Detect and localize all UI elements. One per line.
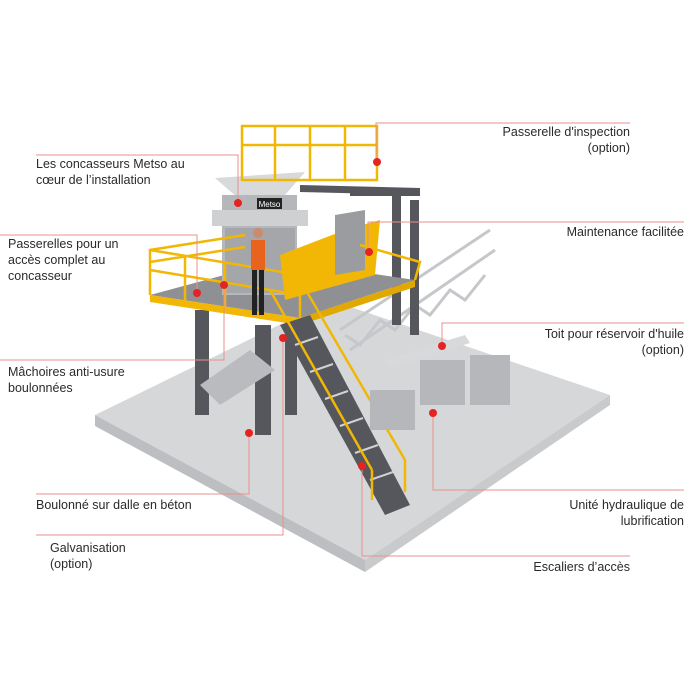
- callout-dot-inspection: [373, 158, 381, 166]
- callout-line-inspection: [375, 122, 630, 162]
- callout-dot-galvanizing: [279, 334, 287, 342]
- callout-dot-maintenance: [365, 248, 373, 256]
- hydraulic-unit: [370, 355, 510, 430]
- callout-jaws: Mâchoires anti-usure boulonnées: [8, 365, 125, 395]
- callout-hydraulic: Unité hydraulique de lubrification: [569, 498, 684, 528]
- brand-label: Metso: [259, 200, 281, 209]
- callout-dot-oil-roof: [438, 342, 446, 350]
- callout-line-maintenance: [367, 221, 684, 252]
- callout-line-galvanizing: [36, 338, 284, 536]
- callout-dot-jaws: [220, 281, 228, 289]
- callout-line-stairs: [361, 466, 630, 557]
- callout-line-crusher: [36, 154, 239, 203]
- callout-dot-crusher: [234, 199, 242, 207]
- callout-galvanizing: Galvanisation (option): [50, 541, 126, 571]
- callout-inspection: Passerelle d'inspection (option): [502, 125, 630, 155]
- callout-line-walkways: [0, 234, 198, 293]
- discharge-chute: [200, 350, 275, 405]
- callout-stairs: Escaliers d’accès: [533, 560, 630, 574]
- callout-lines: [0, 122, 684, 557]
- callout-dot-stairs: [358, 462, 366, 470]
- callout-dot-hydraulic: [429, 409, 437, 417]
- callout-crusher: Les concasseurs Metso au cœur de l’insta…: [36, 157, 185, 187]
- callout-line-hydraulic: [432, 413, 684, 491]
- callout-line-bolted: [36, 433, 250, 495]
- access-stairs: [268, 279, 410, 515]
- callout-dot-bolted: [245, 429, 253, 437]
- callout-bolted: Boulonné sur dalle en béton: [36, 498, 192, 512]
- callout-maintenance: Maintenance facilitée: [566, 225, 684, 239]
- callout-dots: [193, 158, 446, 470]
- callout-walkways: Passerelles pour un accès complet au con…: [8, 237, 119, 283]
- callout-dot-walkways: [193, 289, 201, 297]
- inspection-platform: [240, 124, 379, 182]
- callout-line-jaws: [0, 285, 225, 361]
- oil-tank-roof: [385, 335, 470, 368]
- callout-line-oil-roof: [441, 322, 684, 346]
- worker-figure: [251, 228, 265, 315]
- callout-oil-roof: Toit pour réservoir d'huile (option): [544, 327, 684, 357]
